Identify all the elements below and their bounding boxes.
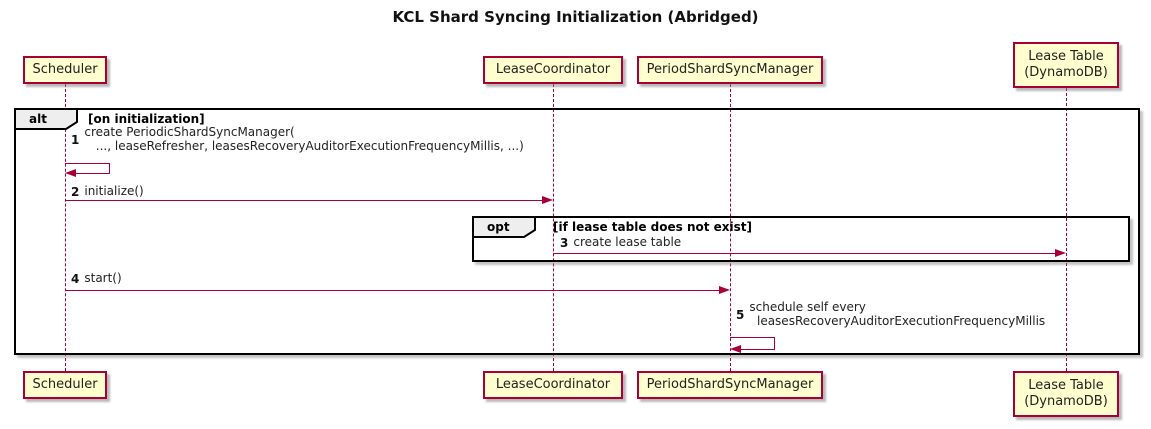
message-2-label: 2 initialize()	[71, 185, 144, 199]
message-number: 4	[71, 272, 80, 286]
alt-frame: alt [on initialization]	[14, 108, 1140, 355]
message-number: 3	[560, 236, 569, 250]
message-2-arrow-line	[65, 200, 545, 201]
message-number: 1	[71, 132, 80, 147]
participant-lease-coordinator-bottom: LeaseCoordinator	[483, 371, 623, 399]
message-text: create lease table	[573, 235, 682, 250]
message-4-label: 4 start()	[71, 272, 122, 286]
arrowhead-right-icon	[542, 196, 553, 204]
message-1-self-arrow-side	[109, 163, 110, 174]
frame-tab-pentagon	[472, 216, 536, 238]
message-number: 2	[71, 185, 80, 199]
frame-tab-pentagon	[14, 108, 78, 130]
alt-condition: [on initialization]	[88, 112, 205, 126]
message-5-self-arrow-top	[730, 337, 775, 338]
diagram-title: KCL Shard Syncing Initialization (Abridg…	[392, 8, 759, 26]
participant-scheduler-top: Scheduler	[23, 56, 107, 84]
message-4-arrow-line	[65, 290, 722, 291]
lifeline-lease-coordinator	[553, 84, 554, 371]
message-text: create PeriodicShardSyncManager( ..., le…	[84, 125, 524, 153]
participant-lease-table-bottom: Lease Table (DynamoDB)	[1013, 371, 1119, 417]
opt-condition: [if lease table does not exist]	[553, 220, 753, 234]
message-5-self-arrow-side	[774, 337, 775, 350]
lifeline-lease-table	[1066, 88, 1067, 371]
opt-frame-tab	[472, 216, 536, 238]
arrowhead-right-icon	[1055, 249, 1066, 257]
message-5-self-arrow-bottom	[741, 349, 775, 350]
opt-frame: opt [if lease table does not exist]	[472, 216, 1130, 262]
message-3-label: 3 create lease table	[560, 236, 681, 250]
arrowhead-left-icon	[730, 345, 741, 353]
arrowhead-left-icon	[65, 169, 76, 177]
participant-lease-coordinator-top: LeaseCoordinator	[483, 56, 623, 84]
message-number: 5	[736, 307, 745, 322]
message-1-self-arrow-top	[65, 163, 110, 164]
message-text: schedule self every leasesRecoveryAudito…	[749, 300, 1046, 328]
lifeline-period-shard-sync-manager	[730, 84, 731, 371]
participant-lease-table-top: Lease Table (DynamoDB)	[1013, 42, 1119, 88]
message-5-label: 5 schedule self every leasesRecoveryAudi…	[736, 300, 1046, 328]
alt-frame-tab	[14, 108, 78, 130]
arrowhead-right-icon	[719, 286, 730, 294]
message-text: initialize()	[84, 184, 144, 199]
message-1-label: 1 create PeriodicShardSyncManager( ..., …	[71, 125, 524, 153]
message-3-arrow-line	[553, 253, 1058, 254]
message-1-self-arrow-bottom	[76, 173, 110, 174]
message-text: start()	[84, 271, 122, 286]
participant-period-shard-sync-manager-bottom: PeriodShardSyncManager	[637, 371, 823, 399]
lifeline-scheduler	[65, 84, 66, 371]
opt-keyword: opt	[487, 220, 510, 234]
participant-scheduler-bottom: Scheduler	[23, 371, 107, 399]
participant-period-shard-sync-manager-top: PeriodShardSyncManager	[637, 56, 823, 84]
alt-keyword: alt	[29, 112, 47, 126]
